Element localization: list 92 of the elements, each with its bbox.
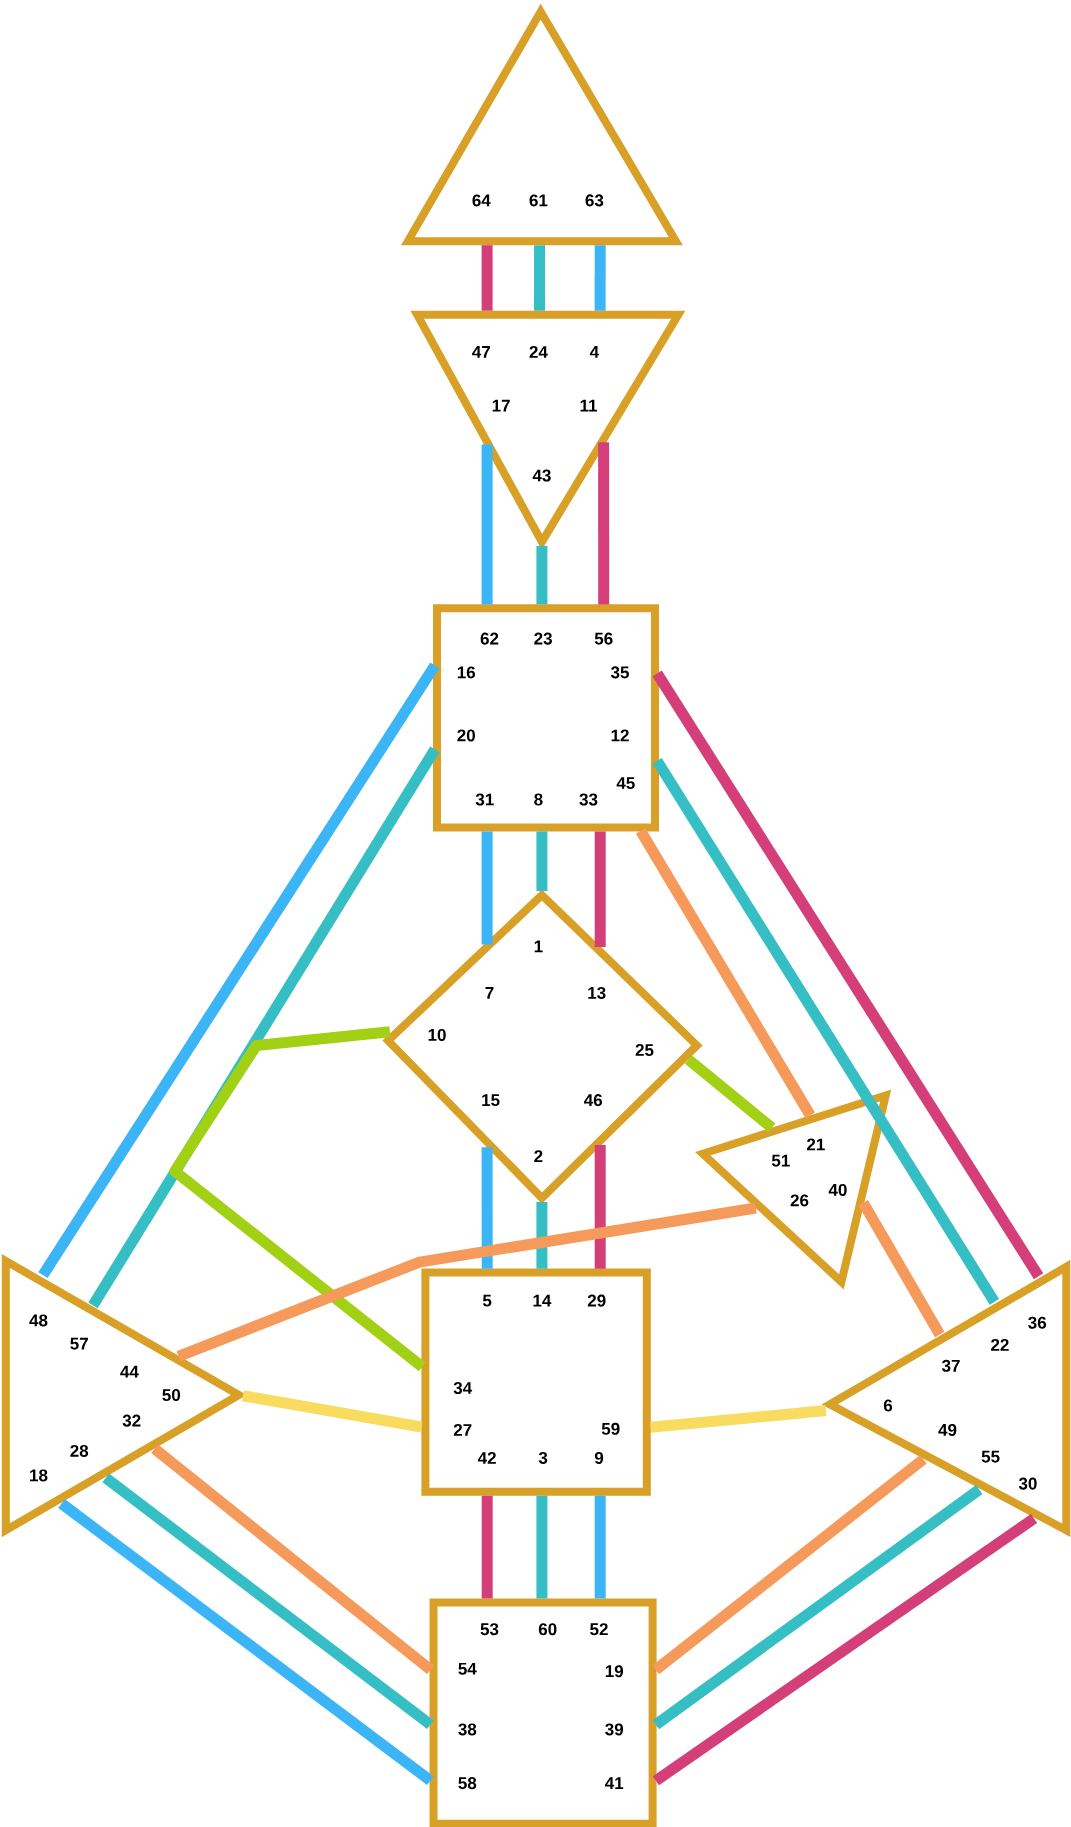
gate-number: 33 xyxy=(579,793,598,806)
gate-number: 9 xyxy=(594,1451,604,1464)
gate-number: 8 xyxy=(534,793,543,806)
gate-number: 27 xyxy=(453,1424,472,1436)
gate-number: 6 xyxy=(883,1399,893,1412)
gate-number: 57 xyxy=(70,1337,88,1350)
gate-number: 22 xyxy=(991,1339,1009,1351)
gate-number: 42 xyxy=(477,1452,496,1464)
channel-line xyxy=(652,670,1044,1280)
gate-number: 32 xyxy=(122,1414,141,1427)
gate-number: 54 xyxy=(458,1662,477,1675)
gate-number: 58 xyxy=(458,1777,477,1790)
gate-number: 44 xyxy=(120,1365,139,1378)
channel-line xyxy=(594,1495,606,1599)
gate-number: 16 xyxy=(457,666,476,679)
gate-number: 7 xyxy=(485,987,494,999)
gate-number: 4 xyxy=(589,346,600,358)
gate-number: 17 xyxy=(492,399,510,412)
channel-line xyxy=(536,545,548,605)
gate-number: 34 xyxy=(453,1382,473,1395)
gate-number: 12 xyxy=(611,729,629,742)
gate-number: 45 xyxy=(616,777,635,790)
gate-number: 36 xyxy=(1028,1316,1047,1329)
gate-number: 56 xyxy=(594,632,613,645)
channel-line xyxy=(481,245,493,311)
channel-line xyxy=(176,1202,757,1362)
gate-number: 14 xyxy=(533,1294,552,1307)
channel-line xyxy=(652,1513,1038,1786)
gate-number: 61 xyxy=(529,194,548,207)
channel-line xyxy=(534,245,546,311)
gate-number: 23 xyxy=(534,632,552,645)
gate-number: 59 xyxy=(601,1422,620,1435)
channel-line xyxy=(684,1055,776,1133)
gate-number: 53 xyxy=(480,1623,499,1636)
gate-number: 62 xyxy=(480,632,499,645)
gate-number: 60 xyxy=(538,1623,557,1636)
channel-line xyxy=(598,442,610,605)
channel-line xyxy=(594,245,606,311)
gate-number: 43 xyxy=(532,469,551,482)
channel-line xyxy=(536,1202,548,1269)
gate-number: 48 xyxy=(29,1314,48,1327)
channel-line xyxy=(594,1144,606,1269)
channel-line xyxy=(858,1199,945,1338)
gate-number: 3 xyxy=(538,1451,548,1464)
gate-number: 46 xyxy=(584,1094,603,1107)
gate-number: 40 xyxy=(828,1183,847,1196)
channel-line xyxy=(481,831,493,945)
gate-number: 10 xyxy=(428,1028,446,1041)
gate-number: 5 xyxy=(482,1294,492,1307)
gate-number: 41 xyxy=(605,1777,624,1789)
gate-number: 63 xyxy=(585,194,604,207)
gate-number: 30 xyxy=(1018,1477,1037,1490)
gate-number: 13 xyxy=(588,986,606,999)
channel-line xyxy=(38,662,440,1279)
gate-number: 25 xyxy=(635,1044,654,1057)
channel-line xyxy=(241,1390,423,1433)
gate-number: 50 xyxy=(162,1389,181,1402)
gate-number: 1 xyxy=(534,940,543,953)
channel-line xyxy=(594,831,606,947)
gate-number: 20 xyxy=(457,729,475,742)
gate-number: 38 xyxy=(458,1723,477,1736)
gate-number: 31 xyxy=(475,793,494,806)
gate-number: 39 xyxy=(605,1723,624,1736)
gate-square xyxy=(433,604,659,832)
channel-line xyxy=(536,1495,548,1599)
channel-line xyxy=(536,831,548,891)
gate-number: 35 xyxy=(610,666,629,679)
gate-number: 24 xyxy=(529,345,548,358)
channel-line xyxy=(635,828,815,1119)
gate-number: 52 xyxy=(590,1623,608,1636)
gate-number: 11 xyxy=(580,399,598,412)
gate-number: 55 xyxy=(981,1450,1000,1463)
gate-square xyxy=(421,1268,651,1496)
gate-number: 26 xyxy=(790,1194,809,1207)
gate-number: 2 xyxy=(534,1150,543,1163)
channel-line xyxy=(169,1026,426,1372)
gate-number: 21 xyxy=(806,1138,825,1151)
channel-line xyxy=(481,1495,493,1599)
channel-line xyxy=(650,1405,827,1433)
channel-line xyxy=(481,444,493,605)
channel-line xyxy=(58,1499,434,1785)
gate-number: 49 xyxy=(938,1423,957,1436)
gate-number: 15 xyxy=(482,1094,500,1107)
gate-number: 28 xyxy=(70,1444,89,1457)
gate-number: 29 xyxy=(587,1294,606,1307)
channel-line xyxy=(481,1147,493,1269)
gate-number: 51 xyxy=(771,1154,790,1167)
gate-number: 18 xyxy=(30,1469,48,1482)
gate-number: 64 xyxy=(472,194,491,207)
gate-number: 19 xyxy=(605,1665,624,1678)
gate-number: 47 xyxy=(472,346,490,358)
gate-number: 37 xyxy=(941,1359,960,1372)
